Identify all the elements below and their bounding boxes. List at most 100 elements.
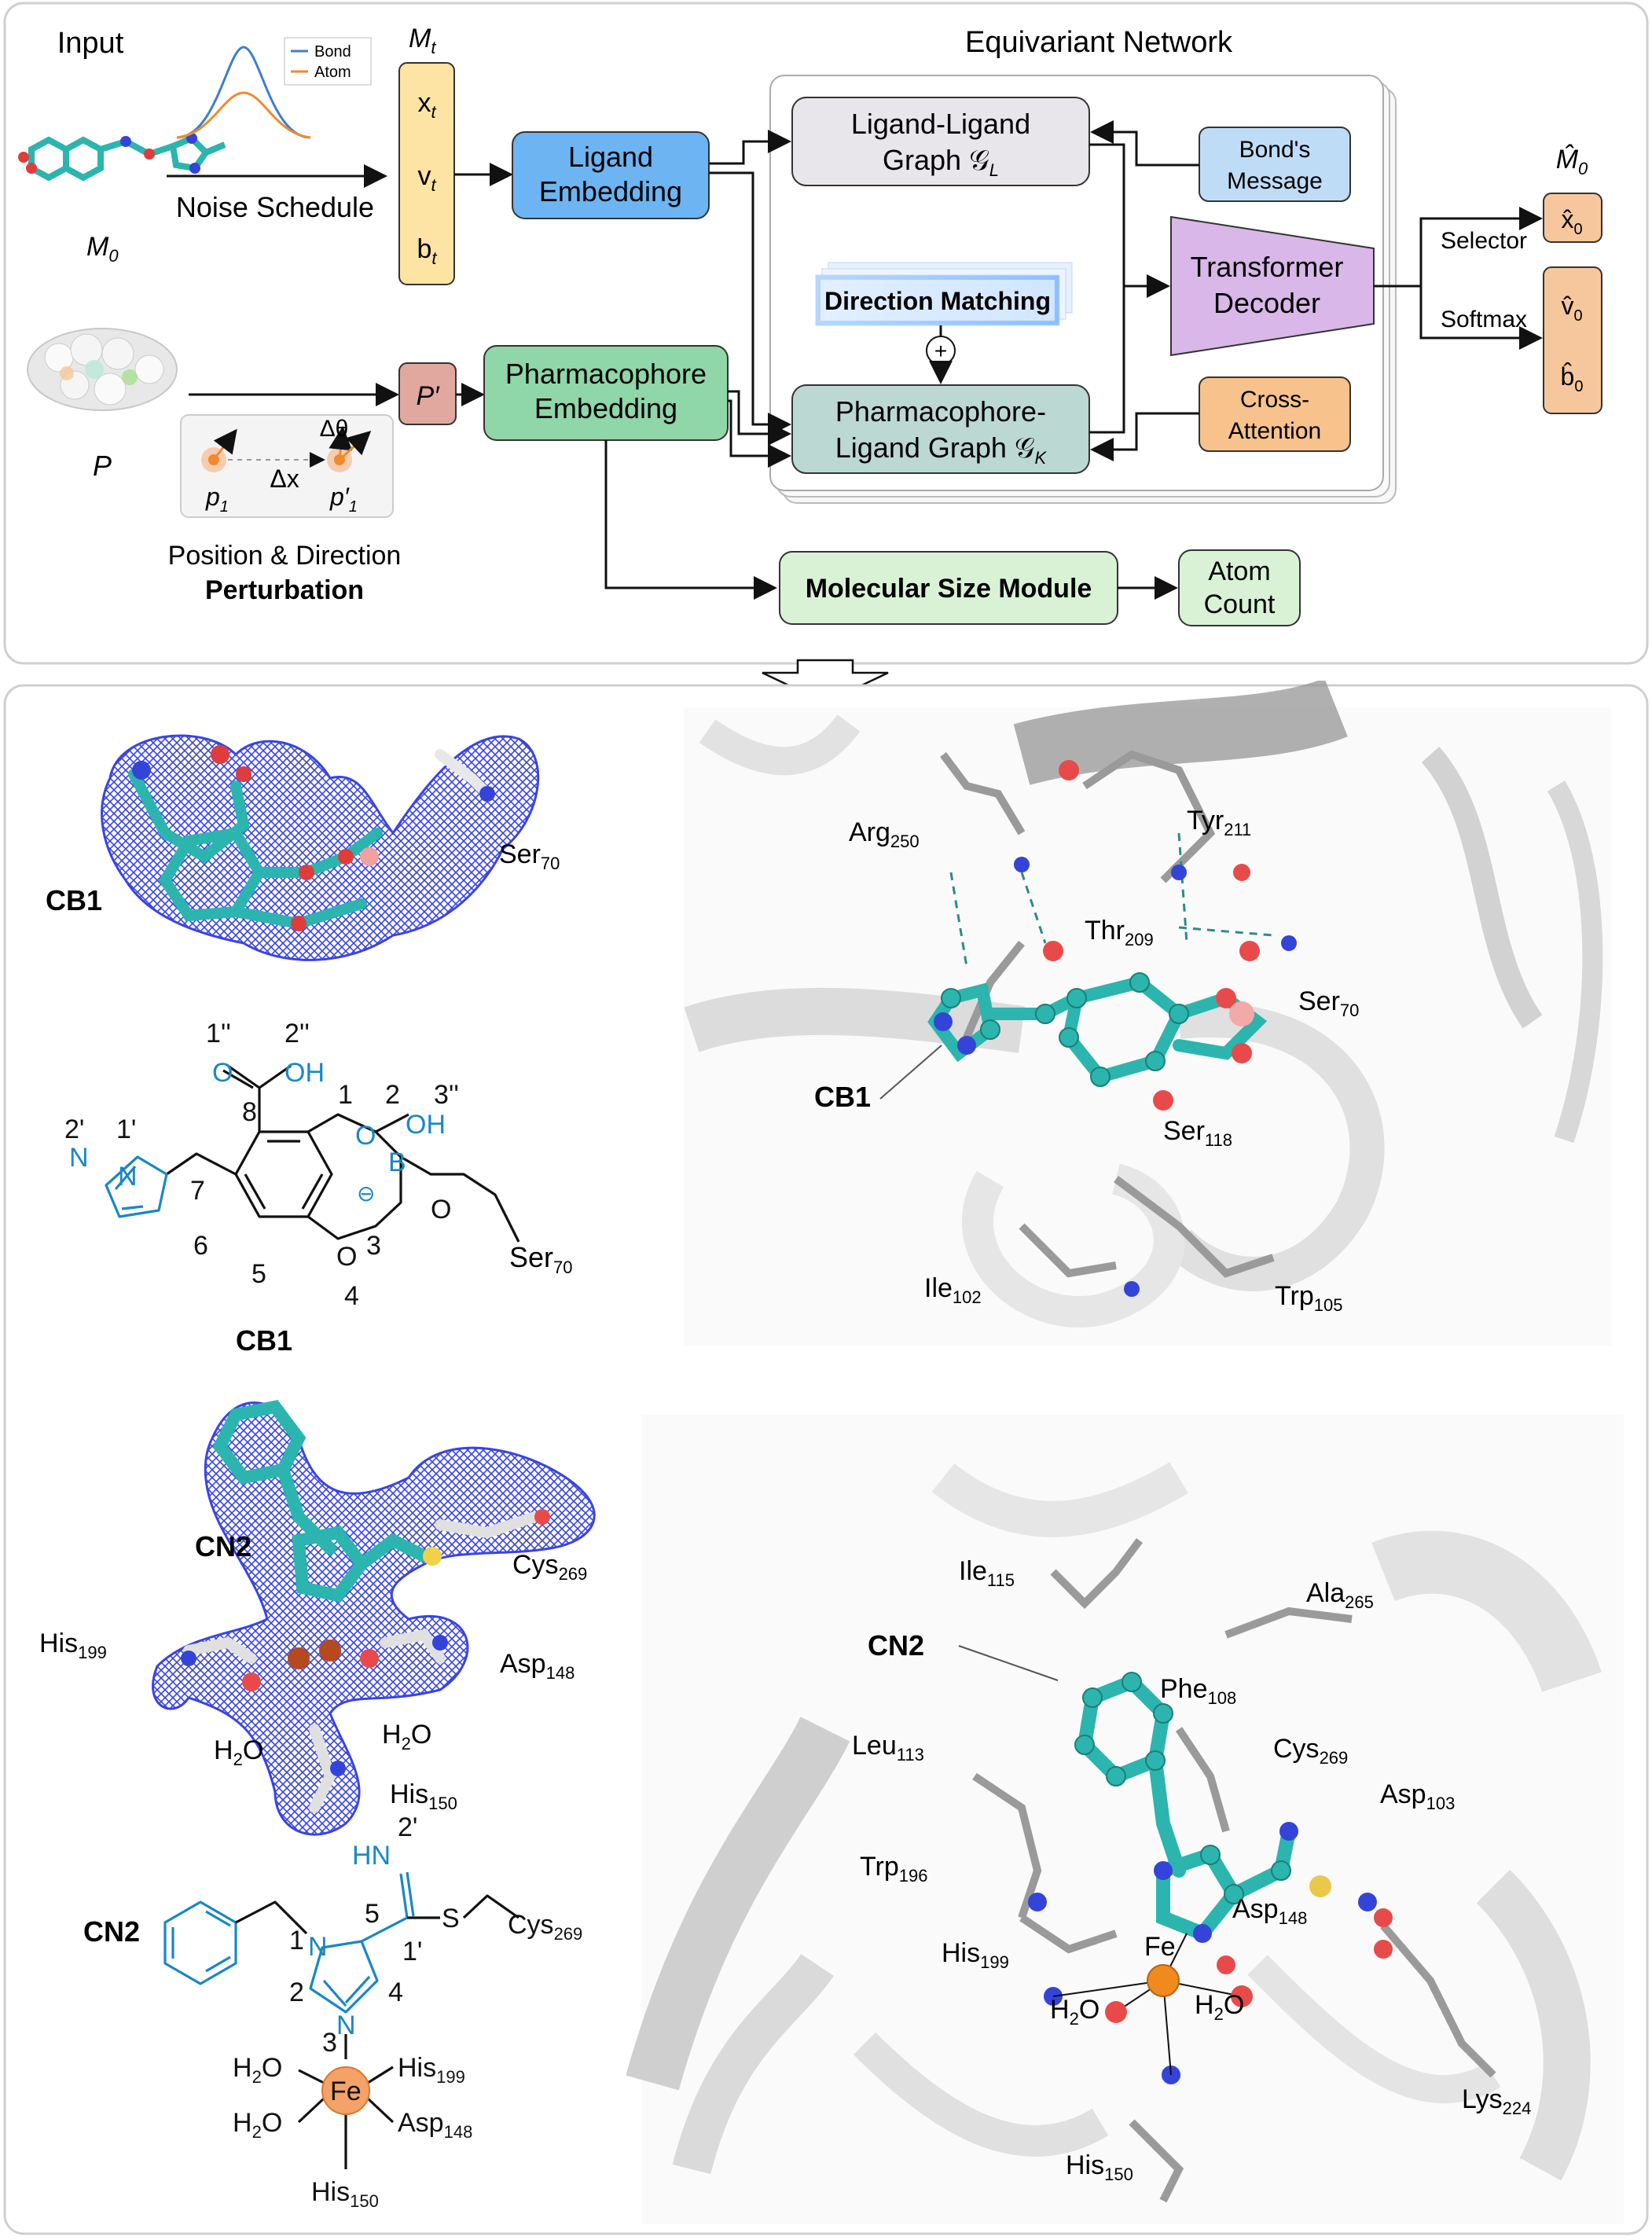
svg-text:Ala265: Ala265 — [1306, 1578, 1374, 1612]
svg-text:O: O — [355, 1121, 376, 1151]
b0-hat-label: b̂0 — [1561, 362, 1584, 395]
pl-graph-line2: Ligand Graph 𝒢K — [835, 431, 1048, 468]
noise-schedule-label: Noise Schedule — [176, 191, 374, 223]
p-label: P — [93, 450, 112, 482]
transformer-decoder-shape — [1170, 215, 1375, 357]
cb1-structure — [105, 1064, 520, 1243]
svg-text:Asp148: Asp148 — [398, 2108, 472, 2142]
svg-text:N: N — [308, 1932, 328, 1962]
svg-text:Ile115: Ile115 — [959, 1556, 1015, 1590]
pharmacophore-cloud-image — [27, 328, 178, 411]
perturbation-label: Perturbation — [205, 575, 364, 605]
bonds-message-line1: Bond's — [1239, 137, 1311, 163]
m0-hat-label: M̂0 — [1556, 144, 1588, 178]
svg-text:Ile102: Ile102 — [924, 1273, 982, 1307]
cn2-density-name: CN2 — [195, 1530, 251, 1562]
svg-text:His199: His199 — [398, 2053, 465, 2087]
cb1-density-name: CB1 — [46, 884, 102, 916]
svg-text:H2O: H2O — [1050, 1995, 1099, 2029]
svg-text:2: 2 — [289, 1977, 304, 2007]
svg-text:3: 3 — [322, 2028, 337, 2058]
svg-text:1': 1' — [116, 1114, 136, 1144]
cn2-residue-labels: Ile115 Ala265 Phe108 Cys269 Leu113 Asp10… — [852, 1556, 1531, 2184]
svg-text:3'': 3'' — [434, 1080, 459, 1110]
svg-text:Fe: Fe — [330, 2077, 362, 2106]
svg-text:HN: HN — [352, 1841, 391, 1871]
svg-text:H2O: H2O — [233, 2108, 282, 2142]
plus-sign: + — [934, 339, 947, 363]
cn2-density-map — [152, 1400, 596, 1836]
cn2-structure-labels: HN 2' 5 1' 1 2 4 3 N N S Cys269 Fe H2O H… — [233, 1812, 582, 2211]
svg-text:H2O: H2O — [214, 1735, 263, 1769]
cn2-density-labels: Cys269 His199 Asp148 H2O H2O His150 — [39, 1550, 587, 1813]
cb1-structure-labels: 1'' 2'' O OH 2' 1' N N 1 2 3'' O B OH 8 … — [64, 1019, 459, 1311]
svg-text:2': 2' — [398, 1812, 417, 1842]
legend-bond: Bond — [314, 43, 351, 61]
svg-text:N: N — [69, 1143, 89, 1173]
bonds-message-line2: Message — [1227, 168, 1323, 194]
p1-prime-label: p′1 — [329, 483, 358, 516]
atom-count-line1: Atom — [1208, 556, 1270, 586]
cn2-structure-name: CN2 — [83, 1915, 140, 1948]
svg-text:Thr209: Thr209 — [1085, 916, 1154, 949]
svg-text:1'': 1'' — [206, 1019, 231, 1048]
svg-text:Arg250: Arg250 — [849, 817, 920, 851]
cb1-structure-name: CB1 — [236, 1324, 292, 1357]
cn2-complex-image — [626, 1415, 1624, 2224]
svg-text:⊖: ⊖ — [357, 1181, 375, 1206]
pharmacophore-embedding-line1: Pharmacophore — [505, 358, 707, 390]
svg-text:Cys269: Cys269 — [1273, 1734, 1348, 1768]
ll-graph-line2: Graph 𝒢L — [883, 144, 999, 180]
svg-text:Asp148: Asp148 — [1232, 1894, 1307, 1928]
vt-label: vt — [417, 161, 436, 195]
cn2-complex-name: CN2 — [868, 1629, 924, 1662]
delta-x-label: Δx — [270, 465, 299, 493]
iron-atom-icon — [321, 2066, 370, 2115]
atom-count-line2: Count — [1204, 589, 1276, 619]
cb1-complex-name: CB1 — [814, 1081, 871, 1113]
delta-theta-label: Δθ — [320, 416, 349, 442]
molecular-size-label: Molecular Size Module — [806, 574, 1092, 604]
softmax-label: Softmax — [1441, 307, 1527, 332]
svg-text:B: B — [388, 1148, 406, 1177]
bt-label: bt — [417, 234, 437, 268]
cb1-density-map — [101, 734, 540, 961]
position-direction-label: Position & Direction — [168, 541, 402, 571]
svg-text:OH: OH — [285, 1058, 325, 1088]
svg-text:N: N — [118, 1162, 138, 1192]
svg-text:4: 4 — [344, 1281, 359, 1311]
svg-text:7: 7 — [190, 1176, 205, 1206]
equivariant-network-title: Equivariant Network — [965, 26, 1233, 59]
svg-text:Trp105: Trp105 — [1275, 1281, 1342, 1315]
equivariant-connectors — [709, 120, 1199, 468]
svg-text:Lys224: Lys224 — [1462, 2084, 1531, 2118]
svg-text:His150: His150 — [390, 1779, 457, 1813]
input-label: Input — [57, 27, 124, 60]
svg-text:Cys269: Cys269 — [508, 1910, 582, 1944]
direction-matching-label: Direction Matching — [824, 287, 1051, 315]
svg-text:2'': 2'' — [285, 1019, 310, 1048]
svg-text:4: 4 — [388, 1977, 403, 2007]
p-prime-label: P′ — [416, 381, 440, 411]
noise-curves — [176, 37, 372, 139]
results-panel: Ser70 CB1 1'' 2'' O OH 2' 1' N N 1 2 3''… — [3, 681, 1649, 2235]
svg-text:Asp103: Asp103 — [1380, 1779, 1455, 1813]
svg-text:1': 1' — [402, 1937, 422, 1966]
svg-text:O: O — [431, 1195, 451, 1225]
cb1-structure-ser: Ser70 — [509, 1241, 573, 1277]
m0-label: M0 — [86, 232, 119, 266]
ligand-embedding-line1: Ligand — [568, 141, 653, 173]
svg-text:Trp196: Trp196 — [860, 1852, 927, 1886]
svg-text:2': 2' — [64, 1114, 84, 1144]
svg-text:Leu113: Leu113 — [852, 1731, 924, 1764]
svg-text:1: 1 — [289, 1926, 304, 1955]
vb0-hat-box — [1543, 266, 1602, 414]
cb1-density-ser-label: Ser70 — [499, 839, 560, 873]
svg-text:His150: His150 — [1066, 2150, 1133, 2184]
svg-text:Ser70: Ser70 — [1298, 986, 1359, 1020]
cb1-complex-image — [684, 681, 1611, 1346]
svg-text:His199: His199 — [39, 1629, 107, 1662]
mt-label: Mt — [409, 24, 436, 57]
p1-label: p1 — [205, 483, 229, 516]
svg-text:2: 2 — [385, 1080, 400, 1110]
